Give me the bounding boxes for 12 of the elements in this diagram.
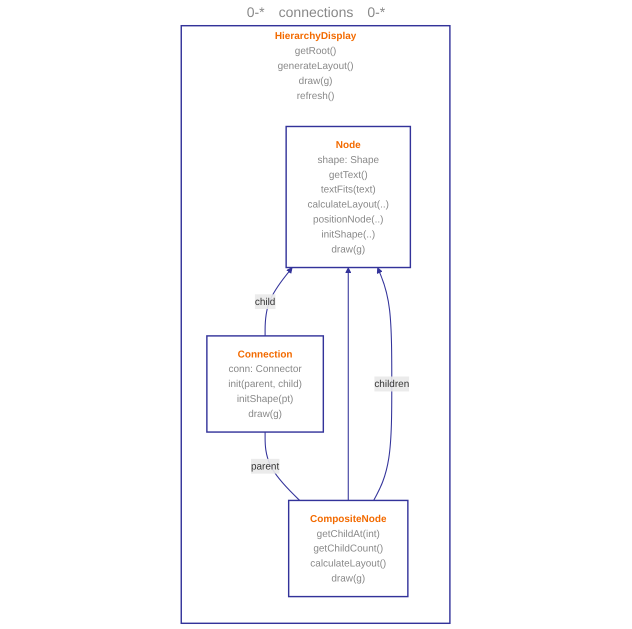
edge-label: child [255,296,276,308]
multiplicity-label: 0-* [367,4,386,20]
multiplicity-label: 0-* [246,4,265,20]
node-box: Connection conn: Connector init(parent, child) initShape(pt) draw(g) [206,335,324,433]
arrow [264,267,293,336]
node-box: CompositeNode getChildAt(int) getChildCount() calculateLayout() draw(g) [288,500,409,598]
edge-label: children [374,378,410,390]
edge-label: parent [251,460,280,472]
arrow [346,267,352,500]
multiplicity-label: connections [278,4,354,20]
node-box: Node shape: Shape getText() textFits(text) calculateLayout(..) positionNode(..) initShape(..) draw(g) [286,126,412,268]
arrow [374,267,393,501]
